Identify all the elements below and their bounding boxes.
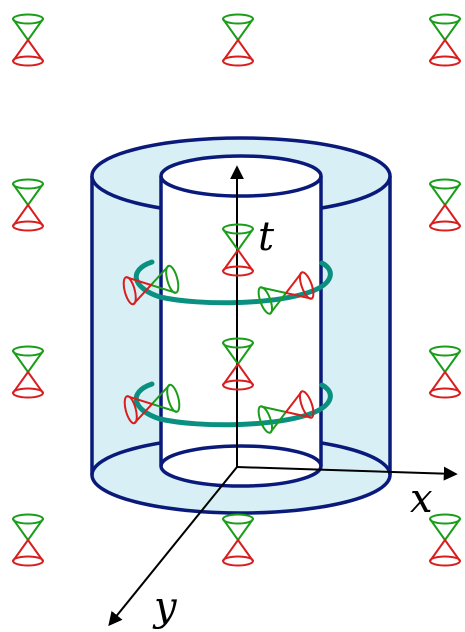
- light-cone-icon: [222, 13, 254, 67]
- tilted-light-cone-icon: [122, 264, 180, 306]
- light-cone-icon: [429, 178, 461, 232]
- x-axis-label: x: [410, 476, 433, 522]
- helix-segment-lower: [133, 381, 333, 428]
- tilted-light-cone-icon: [257, 271, 315, 315]
- inner-cylinder-bottom-rim: [159, 444, 323, 488]
- light-cone-icon: [12, 513, 44, 567]
- light-cone-icon: [12, 178, 44, 232]
- light-cone-icon: [429, 513, 461, 567]
- light-cone-icon: [222, 337, 254, 391]
- light-cones: [12, 13, 461, 567]
- t-axis-label: t: [258, 214, 275, 260]
- axes: [108, 165, 458, 627]
- light-cone-icon: [222, 513, 254, 567]
- inner-cylinder-top-rim: [159, 154, 323, 198]
- y-axis: [108, 466, 238, 627]
- light-cone-icon: [429, 13, 461, 67]
- x-axis: [236, 466, 458, 481]
- light-cone-icon: [429, 345, 461, 399]
- tilted-light-cone-icon: [257, 390, 315, 434]
- inner-cylinder: [159, 154, 323, 488]
- light-cone-icon: [12, 345, 44, 399]
- light-cone-icon: [12, 13, 44, 67]
- light-cone-icon: [222, 223, 254, 277]
- tilted-light-cone-icon: [123, 383, 181, 425]
- y-axis-label: y: [152, 584, 178, 630]
